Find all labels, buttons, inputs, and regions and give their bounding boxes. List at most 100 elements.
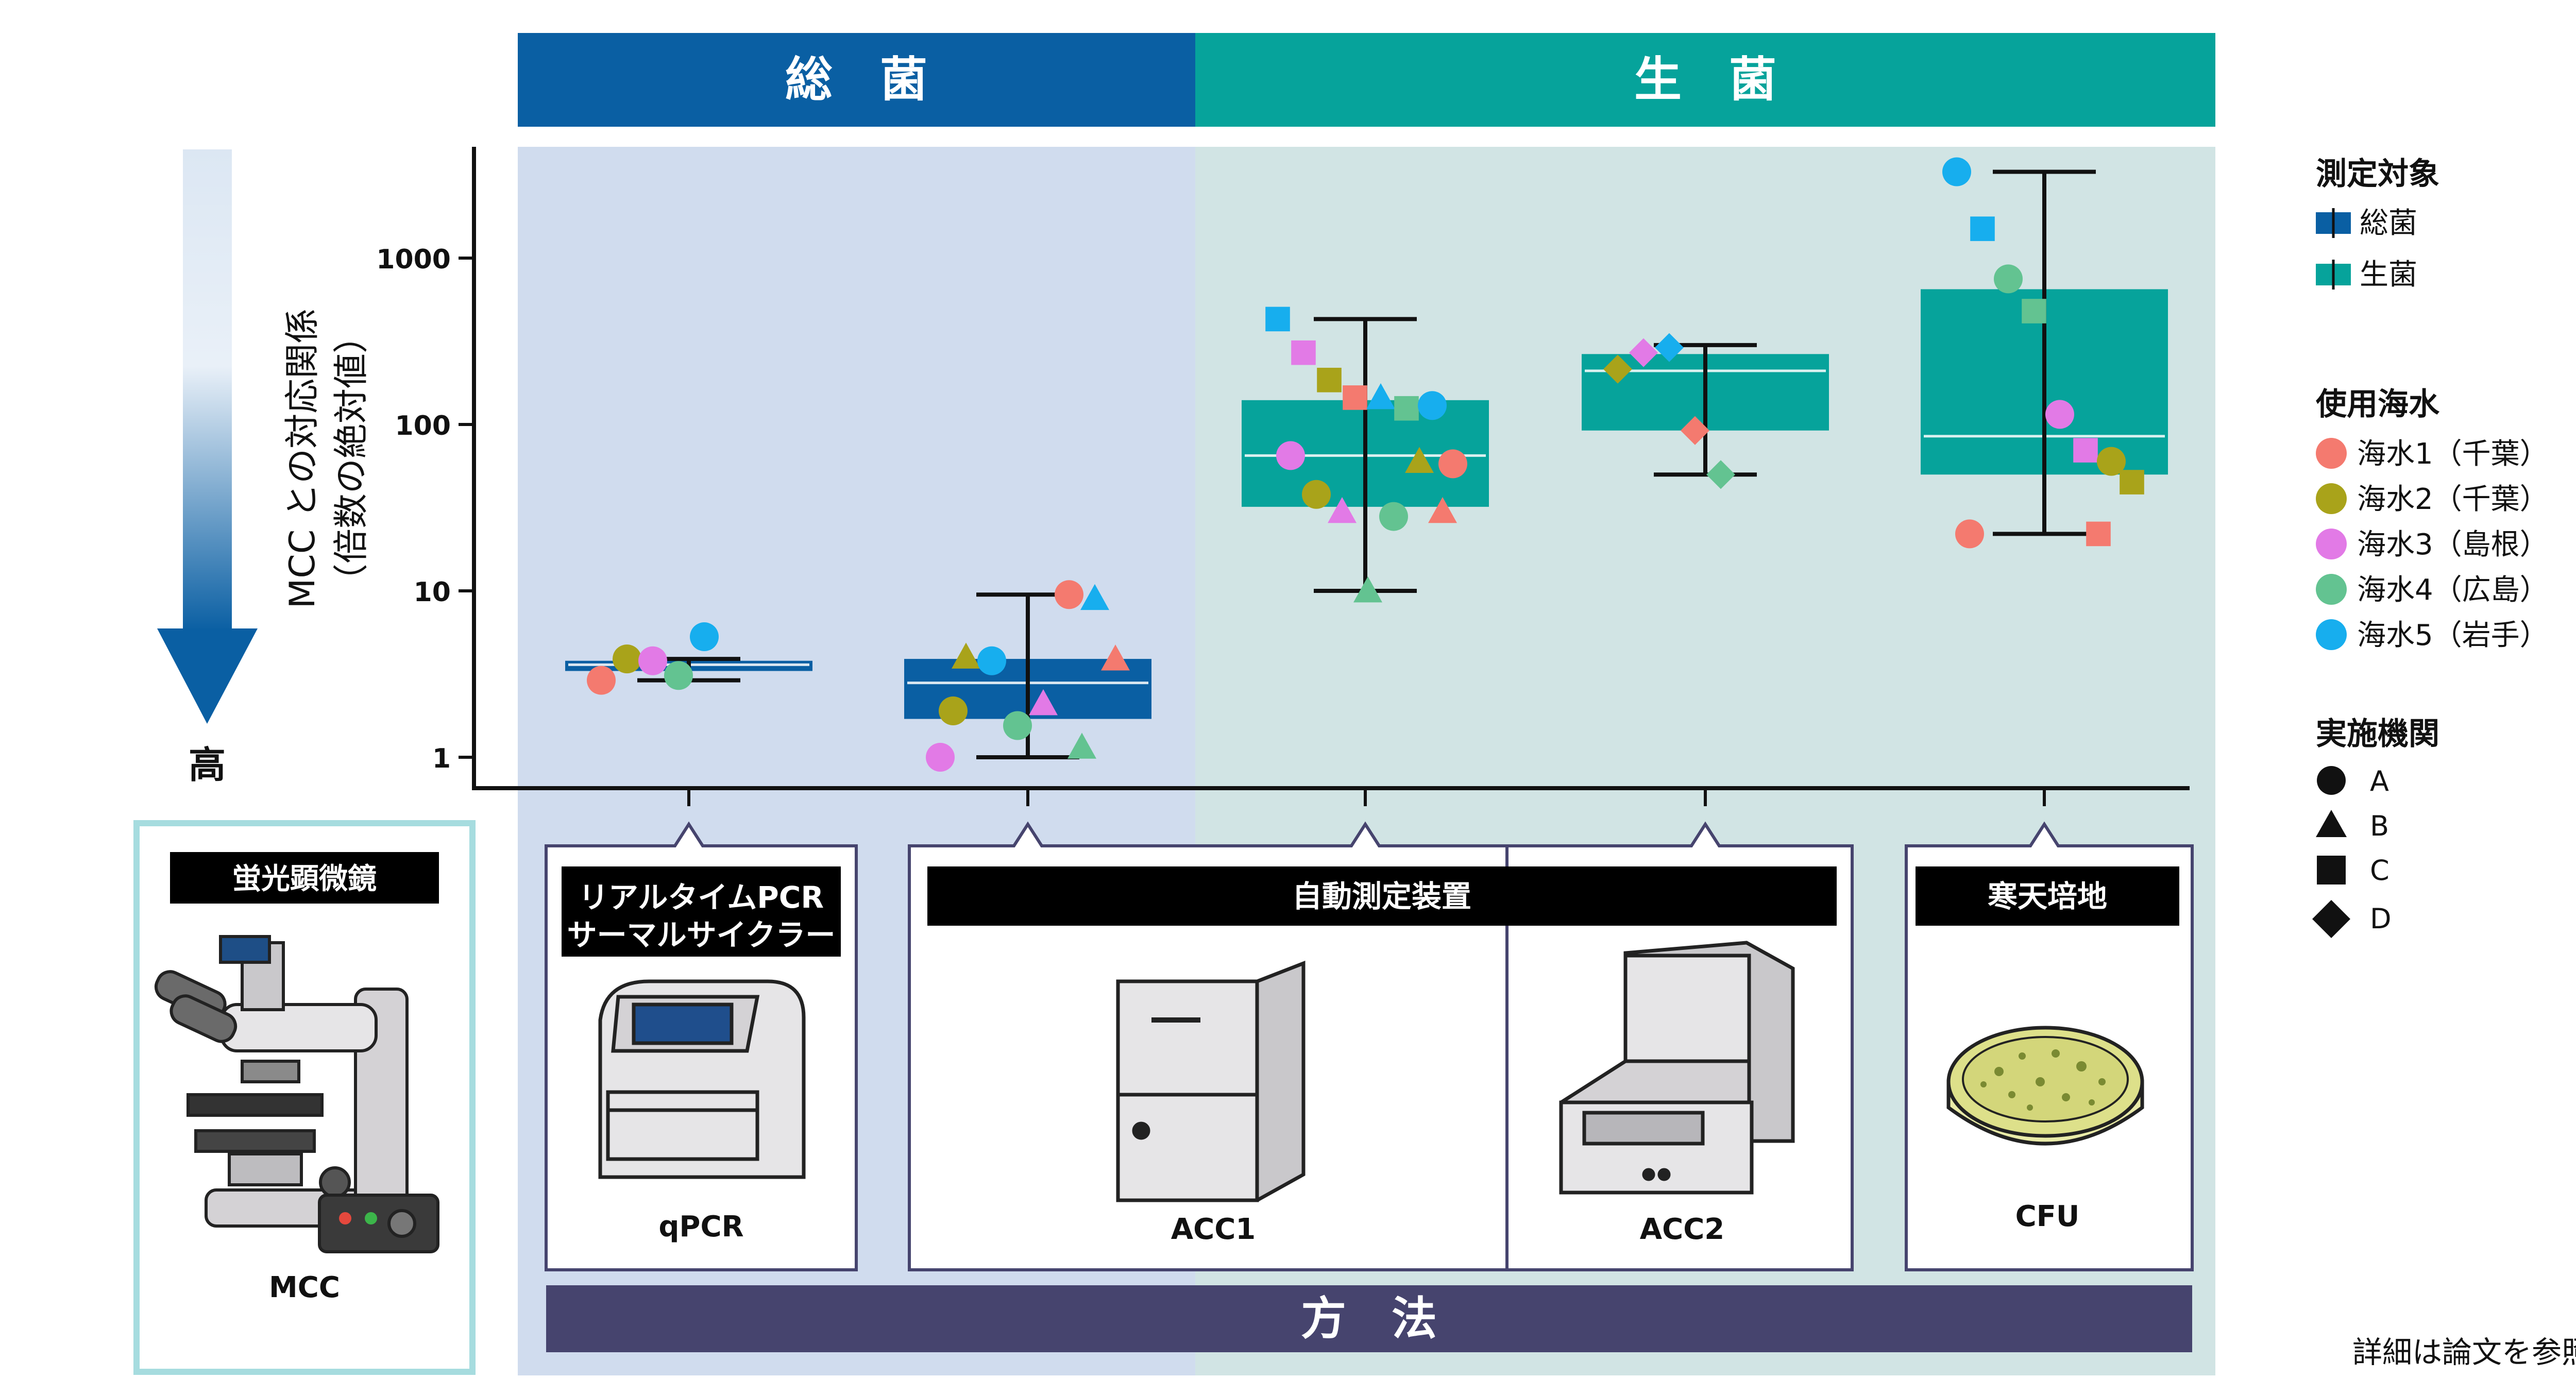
- qpcr-total-point-w4-a: [664, 661, 693, 690]
- acc1-live-point-w3-c: [1291, 340, 1316, 365]
- acc1-live-point-w5-c: [1265, 307, 1290, 332]
- cfu-live-point-w5-c: [1970, 216, 1995, 241]
- y-tick-label-100: 100: [395, 411, 451, 441]
- legend-target-title: 測定対象: [2316, 156, 2439, 192]
- microscope-icon: [154, 935, 439, 1253]
- acc1-live-point-w3-b: [1328, 497, 1357, 523]
- qpcr-header-line2: サーマルサイクラー: [567, 917, 836, 952]
- arrow-label: 高: [189, 743, 226, 787]
- cfu-live-point-w4-a: [1994, 264, 2023, 294]
- legend-water1-marker: [2316, 438, 2347, 469]
- acc1-live-point-w1-b: [1428, 497, 1457, 523]
- cfu-header-box: [1916, 866, 2179, 926]
- acc2-label: ACC2: [1640, 1213, 1725, 1246]
- box-plot-layer: [565, 157, 2168, 772]
- legend-inst-d-label: D: [2370, 903, 2392, 935]
- acc1-live-point-w2-b: [1405, 447, 1434, 473]
- acc-header-label: 自動測定装置: [1292, 879, 1471, 914]
- cfu-live-point-w2-c: [2120, 470, 2144, 495]
- live-bacteria-header: [1195, 33, 2215, 127]
- legend-water5-label: 海水5（岩手）: [2357, 619, 2549, 652]
- mcc-header-label: 蛍光顕微鏡: [232, 862, 377, 896]
- acc1-live-point-w2-c: [1317, 367, 1342, 393]
- y-axis-label-line1: MCC との対応関係: [282, 309, 323, 609]
- cfu-live-point-w3-a: [2045, 400, 2074, 429]
- legend-inst-b-marker: [2316, 810, 2347, 837]
- acc1-total-point-w3-b: [1029, 689, 1058, 716]
- legend-water2-marker: [2316, 483, 2347, 514]
- acc1-label: ACC1: [1171, 1213, 1256, 1246]
- legend-inst-c-marker: [2317, 856, 2346, 884]
- cfu-live-point-w4-c: [2022, 299, 2046, 324]
- mcc-label: MCC: [269, 1271, 340, 1304]
- legend-total-label: 総菌: [2360, 207, 2417, 240]
- legend-inst-a-label: A: [2370, 765, 2389, 797]
- legend-water3-marker: [2316, 529, 2347, 559]
- cfu-live-point-w3-c: [2073, 438, 2098, 463]
- total-bacteria-header-label: 総 菌: [785, 52, 927, 107]
- legend-total-swatch: [2316, 208, 2351, 238]
- y-axis-label-line2: （倍数の絶対値）: [331, 318, 372, 599]
- acc2-live-point-w4-d: [1706, 460, 1735, 489]
- legend-live-swatch: [2316, 260, 2351, 290]
- cfu-header-label: 寒天培地: [1988, 879, 2107, 914]
- acc1-total-point-w5-a: [977, 646, 1006, 675]
- cfu-label: CFU: [2015, 1200, 2080, 1233]
- qpcr-total-point-w5-a: [690, 622, 719, 652]
- cfu-live-point-w1-a: [1955, 519, 1984, 549]
- acc1-live-point-w4-c: [1394, 396, 1419, 421]
- cfu-live-point-w5-a: [1942, 157, 1971, 186]
- legend-water4-label: 海水4（広島）: [2357, 573, 2549, 607]
- legend-inst-d-marker: [2312, 900, 2350, 938]
- acc2-live-point-w5-d: [1655, 333, 1684, 362]
- legend: 測定対象 総菌 生菌 使用海水 海水1（千葉） 海水2（千葉） 海水3（島根） …: [2312, 156, 2549, 938]
- acc-header-box: [927, 866, 1837, 926]
- acc1-total-point-w4-b: [1067, 733, 1096, 759]
- legend-inst-c-label: C: [2370, 854, 2389, 887]
- thermal-cycler-icon: [598, 979, 806, 1179]
- y-tick-label-1000: 1000: [376, 244, 451, 275]
- acc1-live-point-w5-b: [1366, 383, 1395, 410]
- acc1-total-point-w4-a: [1003, 711, 1032, 740]
- acc1-live-point-w1-c: [1343, 385, 1367, 410]
- legend-live-label: 生菌: [2360, 258, 2417, 292]
- arrow-head: [157, 628, 258, 724]
- legend-inst-b-label: B: [2370, 810, 2389, 842]
- qpcr-total-point-w1-a: [587, 666, 616, 695]
- qpcr-total-point-w3-a: [638, 646, 667, 675]
- qpcr-header-line1: リアルタイムPCR: [579, 880, 824, 915]
- acc1-total-point-w1-a: [1055, 580, 1083, 609]
- acc1-total-point-w5-b: [1080, 584, 1109, 610]
- footnote: 詳細は論文を参照: [2352, 1335, 2576, 1370]
- acc2-device-icon: [1559, 941, 1795, 1195]
- acc2-live-point-w2-d: [1603, 354, 1632, 384]
- legend-water2-label: 海水2（千葉）: [2357, 483, 2549, 516]
- legend-inst-title: 実施機関: [2316, 716, 2439, 752]
- mcc-header-box: [170, 852, 439, 904]
- arrow-shaft: [183, 149, 232, 631]
- y-tick-label-10: 10: [414, 577, 451, 608]
- qpcr-label: qPCR: [658, 1210, 743, 1244]
- cfu-live-point-w1-c: [2086, 521, 2111, 547]
- acc1-total-point-w1-b: [1101, 644, 1130, 671]
- acc1-live-point-w4-a: [1379, 502, 1408, 531]
- y-axis-ticks: [459, 257, 474, 759]
- qpcr-total-point-w2-a: [613, 644, 641, 674]
- legend-water4-marker: [2316, 574, 2347, 605]
- acc1-live-point-w2-a: [1302, 480, 1331, 509]
- legend-inst-a-marker: [2317, 766, 2346, 795]
- live-bacteria-header-label: 生 菌: [1634, 52, 1776, 107]
- acc1-live-point-w5-a: [1418, 391, 1447, 420]
- method-bar-label: 方 法: [1301, 1292, 1437, 1345]
- acc1-total-point-w3-a: [926, 743, 955, 772]
- cfu-live-point-w2-a: [2097, 447, 2126, 476]
- acc2-live-point-w3-d: [1629, 338, 1658, 367]
- acc1-total-point-w2-b: [952, 642, 980, 669]
- acc1-live-point-w1-a: [1438, 449, 1467, 479]
- y-tick-label-1: 1: [432, 743, 451, 774]
- total-bacteria-header: [518, 33, 1195, 127]
- acc1-live-point-w3-a: [1276, 441, 1305, 470]
- legend-water-title: 使用海水: [2316, 386, 2440, 422]
- qpcr-header-box: [562, 866, 841, 957]
